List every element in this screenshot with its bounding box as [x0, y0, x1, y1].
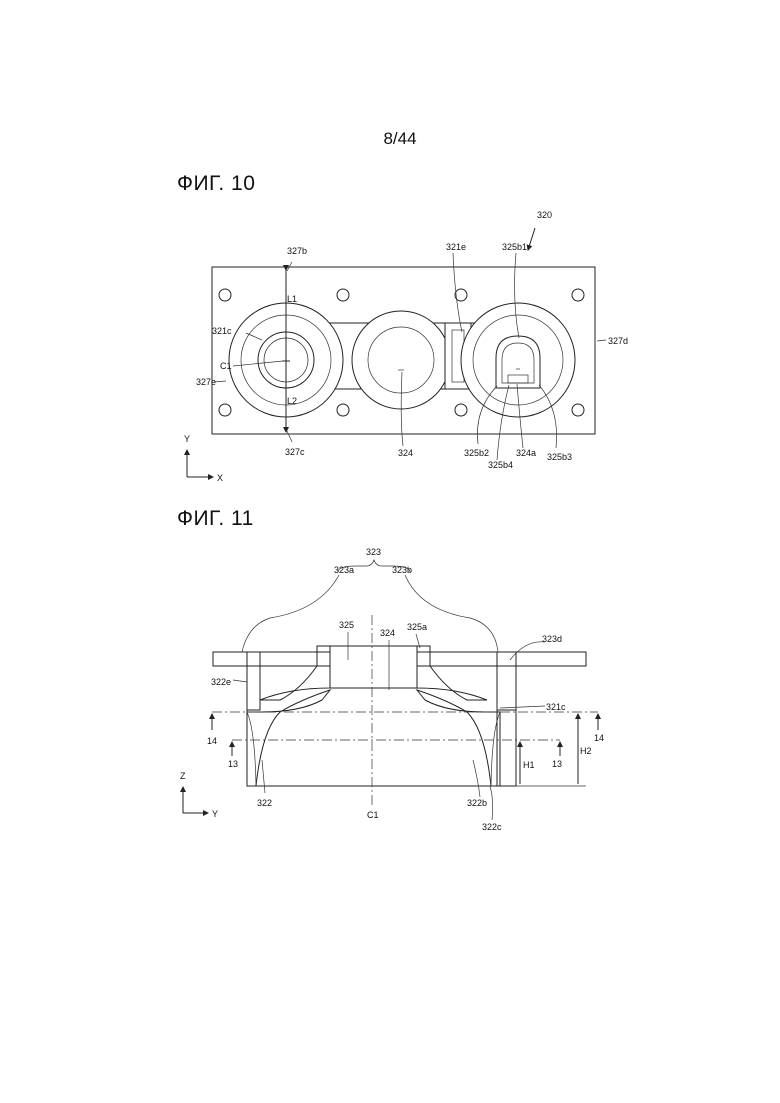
label-324a: 324a [516, 448, 536, 458]
label-L2: L2 [287, 396, 297, 406]
axis-y-label: Y [184, 434, 190, 444]
port-right [461, 303, 575, 417]
label-14-right: 14 [594, 733, 604, 743]
axis-y-label-fig11: Y [212, 809, 218, 819]
label-322: 322 [257, 798, 272, 808]
label-L1: L1 [287, 294, 297, 304]
label-13-right: 13 [552, 759, 562, 769]
axis-x-label: X [217, 473, 223, 483]
label-C1: C1 [220, 361, 232, 371]
label-325: 325 [339, 620, 354, 630]
label-H1: H1 [523, 760, 535, 770]
label-325a: 325a [407, 622, 427, 632]
label-327c: 327c [285, 447, 305, 457]
label-322b: 322b [467, 798, 487, 808]
label-320: 320 [537, 210, 552, 220]
label-327b: 327b [287, 246, 307, 256]
label-323d: 323d [542, 634, 562, 644]
figure-11-drawing: 323 323a 323b 325 324 325a 323d 322e 321… [180, 547, 604, 832]
axis-z-label: Z [180, 771, 186, 781]
label-14-left: 14 [207, 736, 217, 746]
label-327e: 327e [196, 377, 216, 387]
label-324: 324 [398, 448, 413, 458]
label-321c: 321c [546, 702, 566, 712]
label-325b3: 325b3 [547, 452, 572, 462]
label-323: 323 [366, 547, 381, 557]
label-321e: 321e [446, 242, 466, 252]
label-325b4: 325b4 [488, 460, 513, 470]
label-H2: H2 [580, 746, 592, 756]
label-325b2: 325b2 [464, 448, 489, 458]
label-323b: 323b [392, 565, 412, 575]
label-13-left: 13 [228, 759, 238, 769]
label-324: 324 [380, 628, 395, 638]
label-323a: 323a [334, 565, 354, 575]
label-327d: 327d [608, 336, 628, 346]
figure-10-drawing: 320 327b 321e 325b1 L1 321c 327d C1 327e… [184, 210, 628, 483]
label-C1: C1 [367, 810, 379, 820]
label-321c: 321c [212, 326, 232, 336]
label-325b1: 325b1 [502, 242, 527, 252]
label-322c: 322c [482, 822, 502, 832]
label-322e: 322e [211, 677, 231, 687]
